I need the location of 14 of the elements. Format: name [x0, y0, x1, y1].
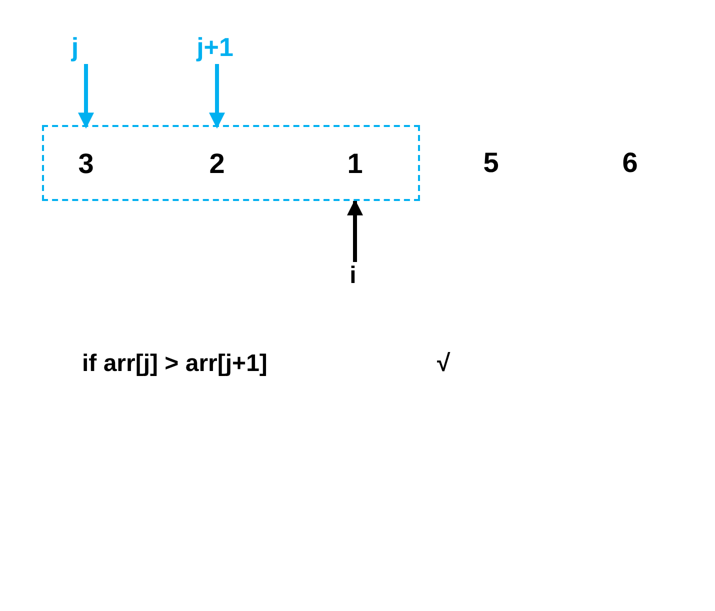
index-label: j+1 — [196, 32, 234, 62]
condition-text: if arr[j] > arr[j+1] — [82, 350, 268, 378]
index-label: 2 — [209, 148, 225, 180]
index-label: 5 — [483, 147, 499, 179]
index-label: 3 — [78, 148, 94, 180]
index-label: 1 — [347, 148, 363, 180]
arrow — [347, 199, 363, 262]
arrow — [78, 64, 94, 129]
arrow — [209, 64, 225, 129]
dashed-frame — [42, 125, 420, 201]
check-mark: √ — [437, 350, 450, 378]
index-label: i — [350, 262, 356, 290]
index-label: j — [71, 32, 79, 62]
index-label: 6 — [622, 147, 638, 179]
